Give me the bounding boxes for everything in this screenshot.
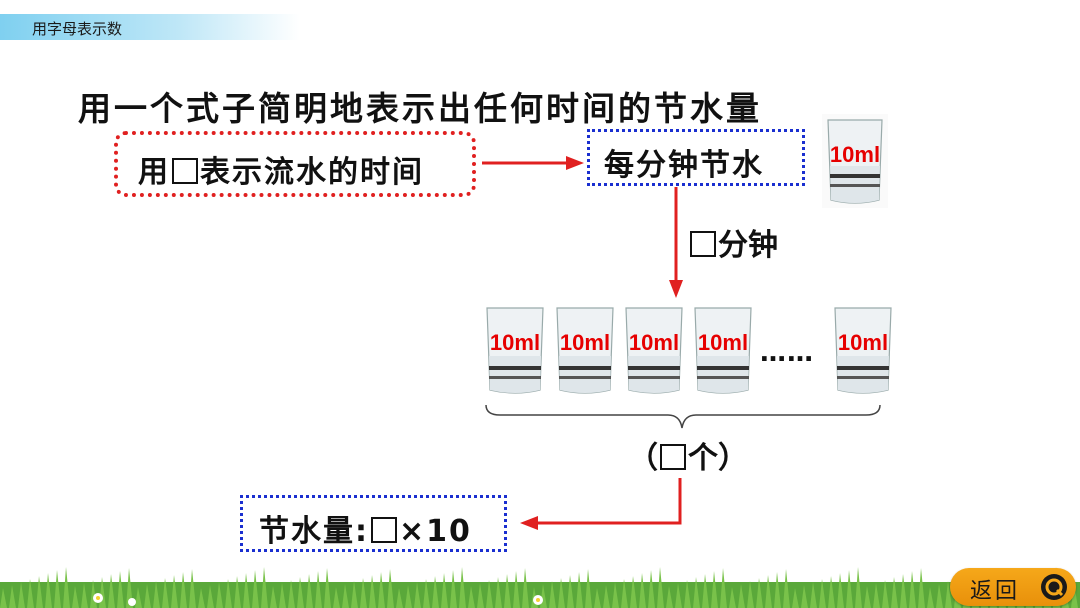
glass-volume: 10ml — [831, 330, 895, 356]
ellipsis: …… — [760, 338, 814, 368]
blank-square-icon — [371, 517, 397, 543]
grass-decoration — [0, 560, 1080, 608]
blank-square-icon — [690, 231, 716, 257]
per-minute-text: 每分钟节水 — [604, 140, 764, 184]
glass-volume: 10ml — [622, 330, 686, 356]
minutes-suffix: 分钟 — [718, 228, 778, 263]
result-box: 节水量: ×10 — [240, 495, 507, 552]
glass-2: 10ml — [553, 304, 617, 396]
result-prefix: 节水量: — [259, 514, 369, 549]
down-arrow — [669, 187, 683, 298]
glass-4: 10ml — [691, 304, 755, 396]
curly-brace — [486, 405, 880, 428]
per-minute-box: 每分钟节水 — [587, 129, 805, 186]
count-suffix: 个） — [688, 441, 748, 476]
count-open-paren: （ — [628, 441, 658, 476]
result-suffix: ×10 — [399, 514, 472, 549]
count-label: （ 个） — [628, 433, 748, 477]
glass-volume: 10ml — [822, 142, 888, 168]
glass-volume: 10ml — [553, 330, 617, 356]
left-arrow — [520, 478, 680, 530]
glass-volume: 10ml — [691, 330, 755, 356]
glass-volume: 10ml — [483, 330, 547, 356]
result-text: 节水量: ×10 — [259, 506, 472, 550]
minutes-label: 分钟 — [688, 220, 778, 264]
blank-square-icon — [660, 444, 686, 470]
glass-5: 10ml — [831, 304, 895, 396]
glass-3: 10ml — [622, 304, 686, 396]
glass-1: 10ml — [483, 304, 547, 396]
single-glass: 10ml — [822, 114, 888, 208]
right-arrow — [482, 156, 584, 170]
back-button-label: 返回 — [970, 573, 1020, 605]
magnifier-q-icon[interactable] — [1040, 573, 1068, 601]
